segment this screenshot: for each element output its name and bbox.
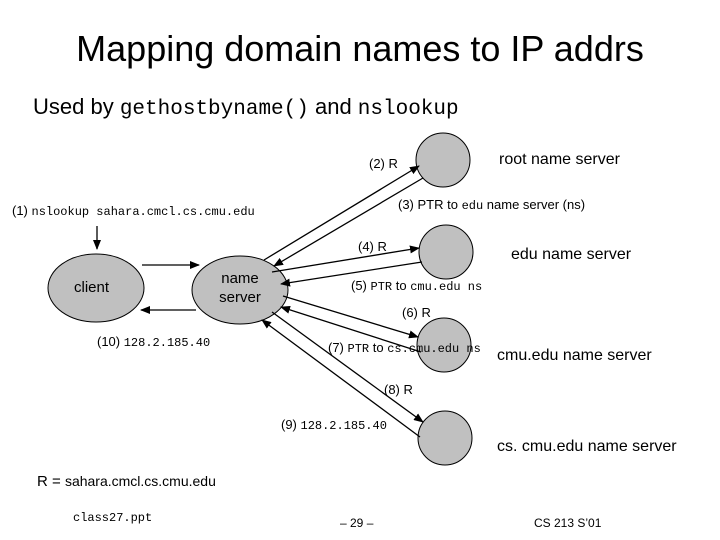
subtitle-prefix: Used by	[33, 94, 120, 119]
cs-server-label: cs. cmu.edu name server	[497, 438, 677, 455]
client-label: client	[74, 279, 110, 296]
arrow-step-5	[280, 261, 423, 287]
step-5-code1: PTR	[370, 280, 393, 294]
arrow-step-9	[261, 319, 421, 438]
root-server-node	[415, 132, 471, 188]
arrow-step-6	[282, 295, 419, 339]
step-7-num: (7)	[328, 340, 348, 355]
edu-server-node	[418, 224, 474, 280]
step-5-code2: cmu.edu ns	[410, 280, 483, 294]
footer-page: – 29 –	[340, 516, 374, 530]
step-3-label: (3) PTR to edu name server (ns)	[398, 197, 585, 213]
step-1-label: (1) nslookup sahara.cmcl.cs.cmu.edu	[12, 203, 255, 219]
legend: R = sahara.cmcl.cs.cmu.edu	[37, 473, 216, 490]
step-9-code: 128.2.185.40	[300, 419, 387, 433]
arrow-step-4	[271, 245, 420, 273]
step-7-code1: PTR	[347, 342, 370, 356]
step-5-label: (5) PTR to cmu.edu ns	[351, 278, 482, 294]
step-3-text: (3) PTR to	[398, 197, 462, 212]
step-5-num: (5)	[351, 278, 371, 293]
subtitle-and: and	[308, 94, 358, 119]
client-node	[47, 253, 145, 323]
footer-file: class27.ppt	[73, 511, 153, 525]
step-6-label: (6) R	[402, 305, 431, 320]
step-10-num: (10)	[97, 334, 124, 349]
step-9-num: (9)	[281, 417, 301, 432]
step-3-code: edu	[461, 199, 484, 213]
step-5-mid: to	[392, 278, 411, 293]
step-10-label: (10) 128.2.185.40	[97, 334, 210, 350]
page-title: Mapping domain names to IP addrs	[76, 28, 644, 69]
arrow-step-3	[273, 177, 424, 267]
cmu-server-label: cmu.edu name server	[497, 347, 652, 364]
name-server-node	[191, 255, 289, 325]
step-2-label: (2) R	[369, 156, 398, 171]
root-server-label: root name server	[499, 151, 620, 168]
arrow-step-7	[280, 305, 422, 353]
footer-course: CS 213 S’01	[534, 516, 602, 530]
step-4-label: (4) R	[358, 239, 387, 254]
step-10-code: 128.2.185.40	[123, 336, 211, 350]
arrow-step-8	[271, 311, 424, 423]
edu-server-label: edu name server	[511, 246, 632, 263]
arrow-step-2	[263, 165, 420, 261]
cs-server-node	[417, 410, 473, 466]
subtitle: Used by gethostbyname() and nslookup	[33, 94, 459, 121]
step-7-label: (7) PTR to cs.cmu.edu ns	[328, 340, 481, 356]
subtitle-func: gethostbyname()	[119, 98, 309, 121]
legend-prefix: R =	[37, 473, 65, 490]
step-7-code2: cs.cmu.edu ns	[387, 342, 481, 356]
step-1-num: (1)	[12, 203, 32, 218]
step-7-mid: to	[369, 340, 388, 355]
cmu-server-node	[416, 317, 472, 373]
step-3-text2: name server (ns)	[483, 197, 586, 212]
legend-code: sahara.cmcl.cs.cmu.edu	[64, 473, 216, 489]
step-9-label: (9) 128.2.185.40	[281, 417, 387, 433]
step-1-code: nslookup sahara.cmcl.cs.cmu.edu	[31, 205, 255, 219]
subtitle-tool: nslookup	[357, 98, 459, 121]
step-8-label: (8) R	[384, 382, 413, 397]
name-server-label: name server	[219, 270, 261, 306]
